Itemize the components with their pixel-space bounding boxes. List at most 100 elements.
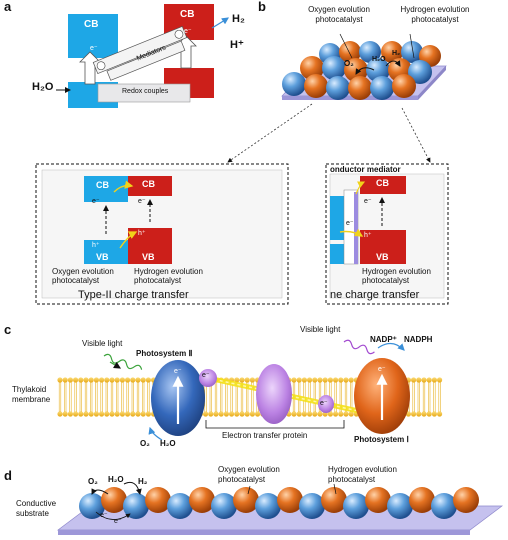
- panel-c-visible-light-right: Visible light: [300, 325, 341, 334]
- panel-d-pointer-oxygen: [247, 485, 251, 495]
- panel-a-redox: Redox couples: [122, 88, 169, 95]
- inset-left-hydrogen-1: Hydrogen evolution: [134, 267, 203, 276]
- inset-right-cb-red: [360, 176, 406, 194]
- panel-c-diagram: [57, 339, 443, 441]
- panel-c-e-ps1: e⁻: [378, 366, 386, 373]
- panel-c-ps1-label: Photosystem Ⅰ: [354, 435, 409, 444]
- panel-b-hydrogen-label-1: Hydrogen evolution: [400, 5, 470, 14]
- panel-a-cb-left: [68, 14, 118, 58]
- panel-a-redox-bar: [97, 83, 191, 103]
- panel-a-mediator-band: [92, 26, 188, 74]
- panel-d-oxygen-2: photocatalyst: [218, 475, 266, 484]
- panel-b-oxygen-label-2: photocatalyst: [315, 15, 363, 24]
- inset-left-oxygen-2: photocatalyst: [52, 276, 100, 285]
- h2o-arrow: [148, 426, 163, 441]
- panel-a-h2: H₂: [232, 13, 245, 25]
- inset-left-e-blue: e⁻: [92, 198, 100, 205]
- panel-b-h2: H₂: [392, 50, 401, 57]
- panel-label-b: b: [258, 0, 266, 14]
- panel-c-e-ps2: e⁻: [174, 368, 182, 375]
- panel-a-e-right: e⁻: [184, 28, 192, 35]
- panel-d-diagram: [56, 481, 504, 535]
- inset-right-vb-red-label: VB: [376, 252, 389, 262]
- panel-label-a: a: [4, 0, 12, 14]
- inset-right-cb-red-label: CB: [376, 178, 389, 188]
- panel-a-cb-right-label: CB: [180, 9, 195, 20]
- inset-left-caption: Type-II charge transfer: [78, 289, 189, 301]
- panel-c-nadph: NADPH: [404, 335, 433, 344]
- panel-a-open-arrow-left: [79, 51, 101, 85]
- panel-a-e-left: e⁻: [90, 45, 98, 52]
- panel-d-hydrogen-1: Hydrogen evolution: [328, 465, 397, 474]
- inset-left-cb-blue: [84, 176, 128, 202]
- panel-b-arrow-h2: [385, 60, 401, 67]
- inset-left-e-red: e⁻: [138, 198, 146, 205]
- inset-left-oxygen-1: Oxygen evolution: [52, 267, 114, 276]
- inset-right-caption: ne charge transfer: [330, 289, 420, 301]
- panel-c-visible-light-left: Visible light: [82, 339, 123, 348]
- panel-d-h2: H₂: [138, 477, 148, 486]
- inset-z-scheme: [325, 163, 449, 305]
- inset-right-vb-blue: [330, 244, 344, 264]
- panel-c-e-etp3: e⁻: [320, 400, 328, 407]
- panel-c-etp: Electron transfer protein: [222, 431, 308, 440]
- panel-d-substrate-2: substrate: [16, 509, 49, 518]
- panel-a-h2o: H₂O: [32, 81, 54, 93]
- panel-b-diagram: [281, 33, 447, 100]
- inset-right-h-red: h⁺: [364, 232, 372, 239]
- panel-b-pointer-oxygen: [339, 33, 353, 59]
- etp-bracket: [205, 420, 345, 429]
- inset-left-vb-red-label: VB: [142, 252, 155, 262]
- panel-a-diagram: [56, 4, 229, 108]
- panel-c-nadp: NADP⁺: [370, 335, 397, 344]
- light-squiggle-right: [343, 339, 375, 355]
- panel-c-ps2-label: Photosystem Ⅱ: [136, 349, 193, 358]
- panel-a-arrow-h2: [211, 17, 229, 29]
- panel-d-h2o: H₂O: [108, 475, 124, 484]
- panel-d-e-1: e⁻: [100, 512, 108, 519]
- panel-a-mediator-band-2: [106, 40, 186, 81]
- zoom-line-left: [227, 103, 313, 163]
- inset-left-h-red: h⁺: [138, 230, 146, 237]
- panel-c-o2: O₂: [140, 439, 150, 448]
- panel-d-e-2: e⁻: [114, 518, 122, 525]
- inset-left-vb-blue-label: VB: [96, 252, 109, 262]
- light-squiggle-left: [103, 353, 143, 370]
- panel-b-h2o: H₂O: [372, 56, 386, 63]
- panel-b-pointer-hydrogen: [409, 33, 415, 59]
- panel-b-arrow-o2: [355, 67, 375, 75]
- panel-c-thylakoid-1: Thylakoid: [12, 385, 47, 394]
- panel-d-hydrogen-2: photocatalyst: [328, 475, 376, 484]
- inset-right-e-red: e⁻: [364, 198, 372, 205]
- zoom-line-right: [401, 107, 431, 163]
- inset-left-h-blue: h⁺: [92, 242, 100, 249]
- inset-left-cb-red: [128, 176, 172, 196]
- panel-d-oxygen-1: Oxygen evolution: [218, 465, 280, 474]
- panel-d-o2: O₂: [88, 477, 98, 486]
- inset-left-cb-red-label: CB: [142, 179, 155, 189]
- panel-a-hplus: H⁺: [230, 39, 244, 51]
- panel-d-electron-path: [95, 511, 131, 520]
- panel-a-cb-left-label: CB: [84, 19, 99, 30]
- inset-right-vb-red: [360, 230, 406, 264]
- panel-d-arrow-o2: [91, 488, 109, 495]
- panel-label-d: d: [4, 468, 12, 483]
- inset-type-ii: [35, 163, 289, 305]
- panel-b-spheres: [282, 41, 441, 100]
- inset-left-hydrogen-2: photocatalyst: [134, 276, 182, 285]
- panel-c-h2o: H₂O: [160, 439, 176, 448]
- panel-d-pointer-hydrogen: [333, 483, 337, 495]
- inset-right-header: onductor mediator: [330, 165, 401, 174]
- inset-right-hydrogen-1: Hydrogen evolution: [362, 267, 431, 276]
- inset-right-cb-blue: [330, 196, 344, 240]
- panel-b-oxygen-label-1: Oxygen evolution: [308, 5, 370, 14]
- electron-transfer-protein-1: [199, 369, 217, 387]
- inset-left-cb-blue-label: CB: [96, 180, 109, 190]
- electron-transfer-protein-2: [256, 364, 292, 424]
- inset-right-hydrogen-2: photocatalyst: [362, 276, 410, 285]
- panel-c-thylakoid-2: membrane: [12, 395, 51, 404]
- panel-d-substrate-1: Conductive: [16, 499, 57, 508]
- panel-c-e-etp1: e⁻: [202, 372, 210, 379]
- inset-right-e-med: e⁻: [346, 220, 354, 227]
